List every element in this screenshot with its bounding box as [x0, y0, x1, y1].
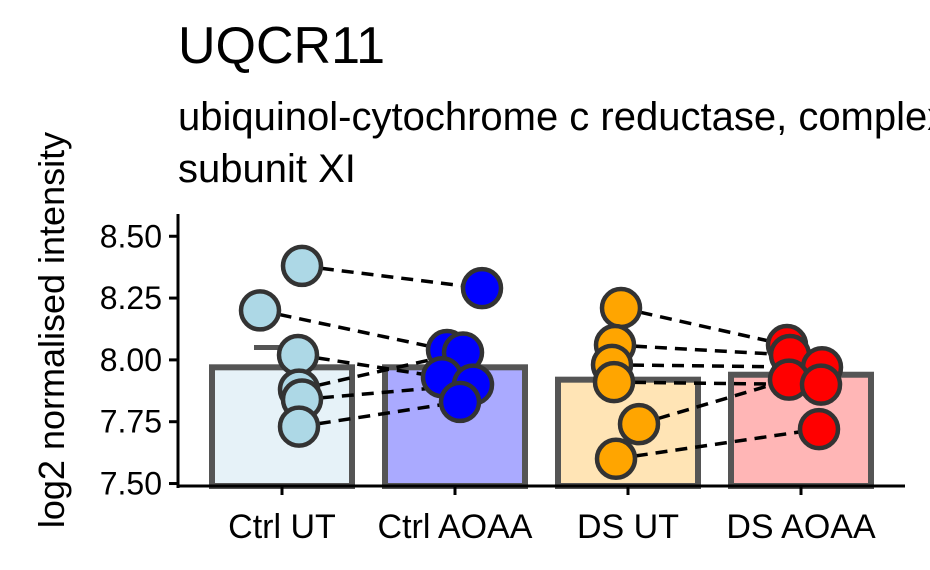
point-2-4	[617, 402, 661, 446]
y-tick-label-4: 8.50	[100, 218, 162, 254]
paired-line-5	[298, 400, 461, 429]
chart-subtitle-line-1: ubiquinol-cytochrome c reductase, comple…	[178, 95, 930, 139]
paired-line-10	[638, 377, 790, 426]
point-0-5	[277, 405, 321, 448]
paired-line-8	[611, 363, 823, 370]
paired-line-6	[620, 306, 788, 347]
paired-line-11	[615, 427, 820, 461]
chart-subtitle-line-2: subunit XI	[178, 147, 356, 191]
point-2-3	[592, 360, 636, 404]
x-tick-label-1: Ctrl AOAA	[378, 508, 533, 546]
point-2-5	[594, 437, 638, 481]
x-tick-label-3: DS AOAA	[726, 508, 876, 546]
paired-line-2	[297, 353, 443, 379]
point-0-1	[238, 289, 282, 332]
point-3-5	[797, 407, 841, 451]
x-tick-label-2: DS UT	[577, 508, 679, 546]
paired-line-7	[614, 343, 791, 357]
y-axis-label: log2 normalised intensity	[31, 132, 72, 528]
point-1-0	[460, 266, 504, 310]
y-tick-label-2: 8.00	[100, 342, 162, 378]
x-tick-label-0: Ctrl UT	[228, 508, 336, 546]
point-0-2	[276, 333, 320, 377]
chart-title: UQCR11	[178, 17, 385, 75]
y-tick-label-1: 7.75	[100, 404, 162, 440]
y-tick-label-0: 7.50	[100, 466, 162, 502]
y-tick-label-3: 8.25	[100, 280, 162, 316]
point-2-0	[599, 286, 643, 330]
paired-line-0	[301, 264, 483, 290]
point-0-0	[280, 244, 324, 288]
point-1-5	[438, 380, 482, 424]
paired-line-1	[259, 308, 448, 352]
paired-line-9	[613, 380, 822, 387]
points-layer	[238, 244, 844, 481]
point-3-4	[799, 363, 843, 406]
